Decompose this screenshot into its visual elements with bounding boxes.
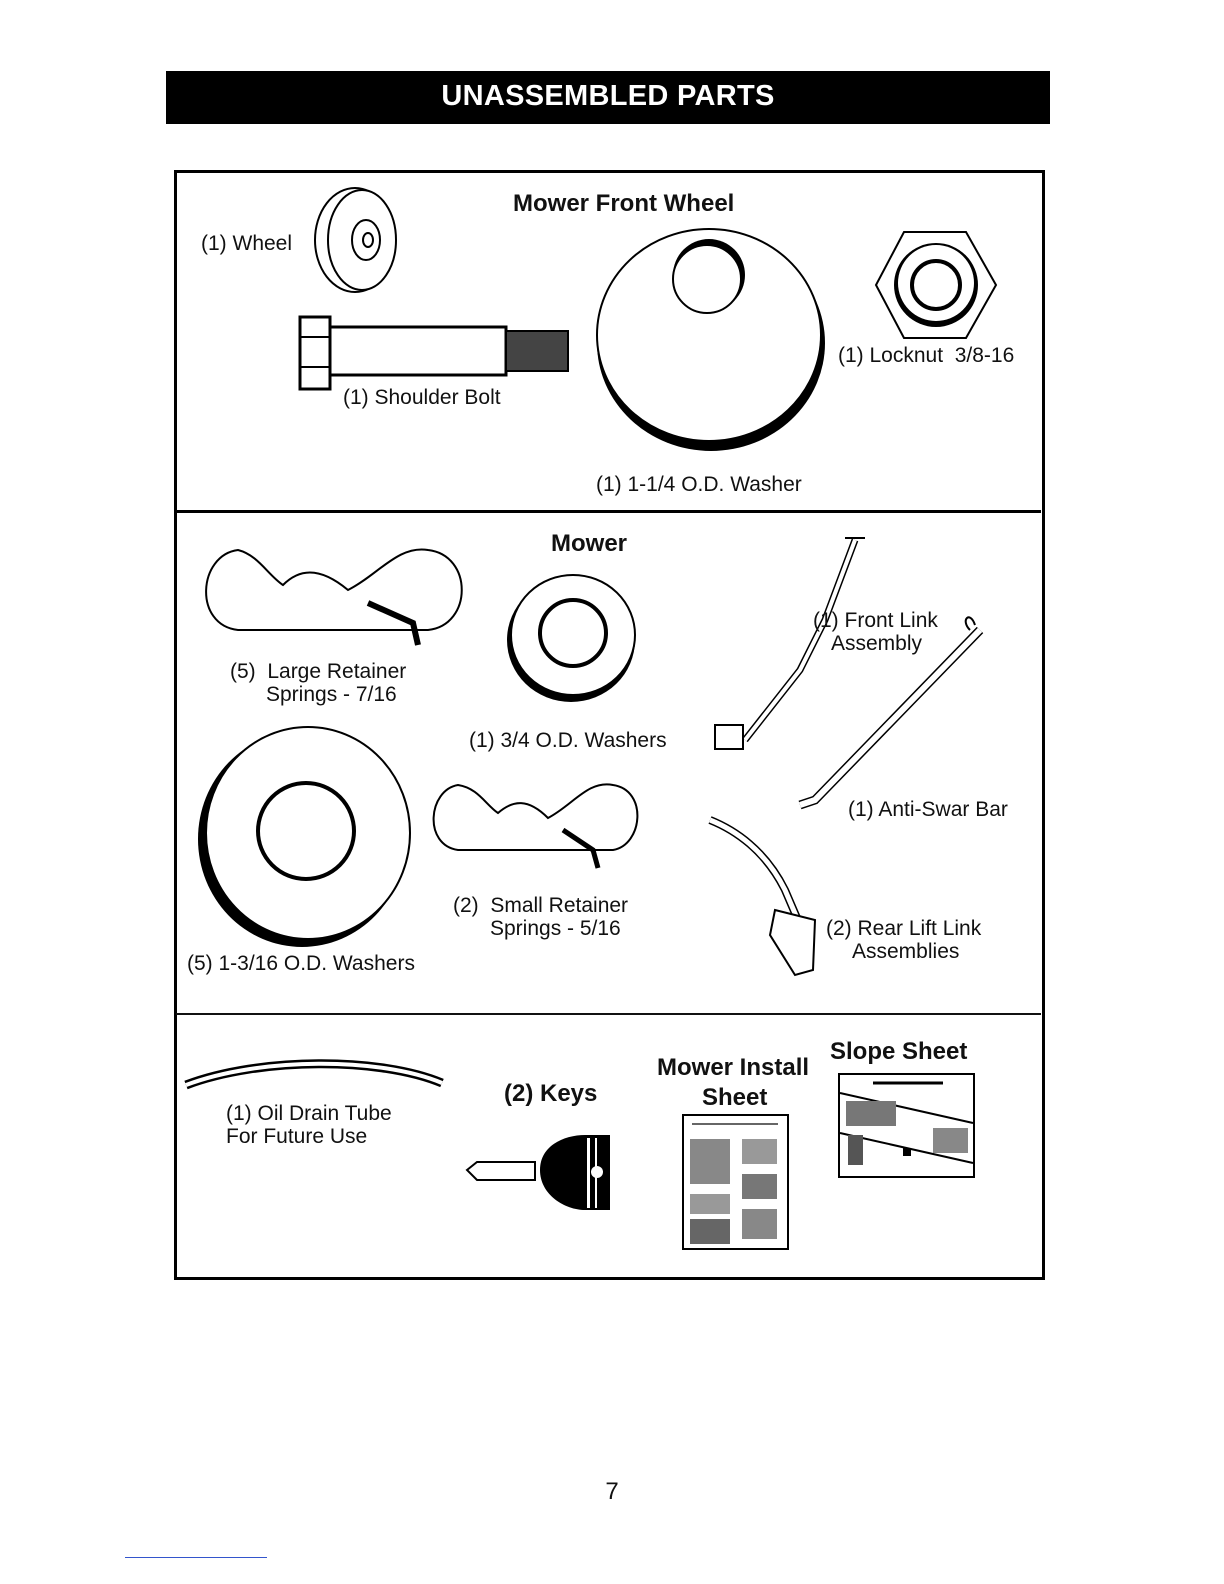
washer-1316-label: (5) 1-3/16 O.D. Washers bbox=[187, 952, 415, 975]
mower-heading: Mower bbox=[551, 530, 628, 557]
key-icon bbox=[465, 1135, 610, 1210]
slope-sheet-icon bbox=[838, 1073, 975, 1178]
front-link-label-1: (1) Front Link bbox=[813, 609, 938, 632]
oil-drain-tube-icon bbox=[184, 1059, 444, 1090]
small-retainer-spring-icon bbox=[432, 783, 639, 869]
large-springs-label-2: Springs - 7/16 bbox=[266, 683, 397, 706]
large-retainer-spring-icon bbox=[205, 548, 463, 646]
divider bbox=[176, 1013, 1041, 1015]
oil-tube-label-2: For Future Use bbox=[226, 1125, 368, 1148]
rear-lift-label-1: (2) Rear Lift Link bbox=[826, 917, 982, 940]
slope-sheet-heading: Slope Sheet bbox=[830, 1038, 968, 1065]
shoulder-bolt-icon bbox=[298, 315, 569, 391]
page-number: 7 bbox=[605, 1478, 619, 1505]
front-link-label-2: Assembly bbox=[831, 632, 923, 655]
large-washer-icon bbox=[596, 228, 825, 451]
anti-swar-label: (1) Anti-Swar Bar bbox=[848, 798, 1008, 821]
locknut-icon bbox=[874, 231, 998, 339]
link-assemblies-icon bbox=[708, 537, 984, 977]
underline-artifact bbox=[125, 1557, 267, 1558]
wheel-icon bbox=[314, 187, 397, 293]
parts-box bbox=[174, 170, 1045, 1280]
small-springs-label-2: Springs - 5/16 bbox=[490, 917, 621, 940]
keys-heading: (2) Keys bbox=[504, 1080, 598, 1107]
shoulder-bolt-label: (1) Shoulder Bolt bbox=[343, 386, 501, 409]
front-wheel-heading: Mower Front Wheel bbox=[513, 190, 735, 217]
install-sheet-heading-1: Mower Install bbox=[657, 1054, 810, 1081]
washer-34-icon bbox=[507, 574, 636, 702]
large-springs-label-1: (5) Large Retainer bbox=[230, 660, 407, 683]
washer-114-label: (1) 1-1/4 O.D. Washer bbox=[596, 473, 802, 496]
install-sheet-heading-2: Sheet bbox=[702, 1084, 768, 1111]
rear-lift-label-2: Assemblies bbox=[852, 940, 960, 963]
washer-34-label: (1) 3/4 O.D. Washers bbox=[469, 729, 667, 752]
small-springs-label-1: (2) Small Retainer bbox=[453, 894, 629, 917]
locknut-label: (1) Locknut 3/8-16 bbox=[838, 344, 1015, 367]
install-sheet-icon bbox=[682, 1114, 789, 1250]
wheel-label: (1) Wheel bbox=[201, 232, 293, 255]
washer-1316-icon bbox=[198, 726, 411, 947]
section-header: UNASSEMBLED PARTS bbox=[166, 71, 1050, 124]
divider bbox=[176, 510, 1041, 513]
oil-tube-label-1: (1) Oil Drain Tube bbox=[226, 1102, 392, 1125]
